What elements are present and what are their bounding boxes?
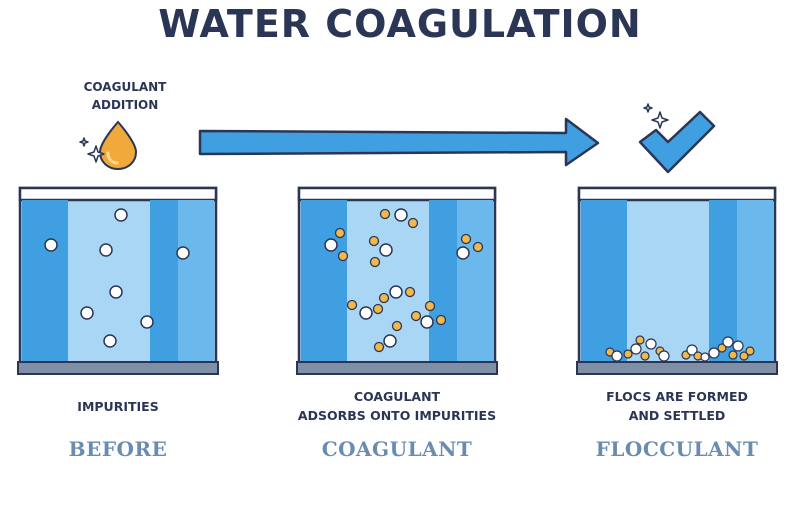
stage-label-before: BEFORE: [68, 437, 168, 461]
coagulant-addition-label: COAGULANT ADDITION: [60, 78, 190, 114]
caption-line1: FLOCS ARE FORMED: [606, 389, 748, 404]
caption-coagulant: COAGULANT ADSORBS ONTO IMPURITIES: [270, 387, 524, 425]
stage-label-flocculant: FLOCCULANT: [595, 437, 759, 461]
coagulant-label-line2: ADDITION: [91, 98, 159, 112]
tank-flocculant: [576, 186, 778, 375]
coagulant-particles: [334, 208, 484, 353]
caption-line1: IMPURITIES: [77, 399, 159, 414]
caption-line2: ADSORBS ONTO IMPURITIES: [297, 408, 497, 423]
droplet-icon: [98, 120, 138, 171]
stage-label-coagulant: COAGULANT: [321, 437, 473, 461]
tank-before: [17, 186, 219, 375]
impurity-particles: [324, 208, 470, 348]
sparkle-icon: [643, 103, 669, 129]
impurity-particles: [44, 208, 190, 348]
checkmark-icon: [638, 110, 716, 174]
page-title: WATER COAGULATION: [158, 2, 642, 46]
settled-flocs: [605, 335, 755, 362]
right-arrow-icon: [198, 117, 600, 167]
sparkle-icon: [79, 137, 105, 163]
tank-coagulant: [296, 186, 498, 375]
caption-line1: COAGULANT: [353, 389, 441, 404]
caption-flocculant: FLOCS ARE FORMED AND SETTLED: [579, 387, 775, 425]
coagulant-label-line1: COAGULANT: [83, 80, 167, 94]
caption-before: IMPURITIES: [20, 397, 216, 416]
caption-line2: AND SETTLED: [628, 408, 726, 423]
